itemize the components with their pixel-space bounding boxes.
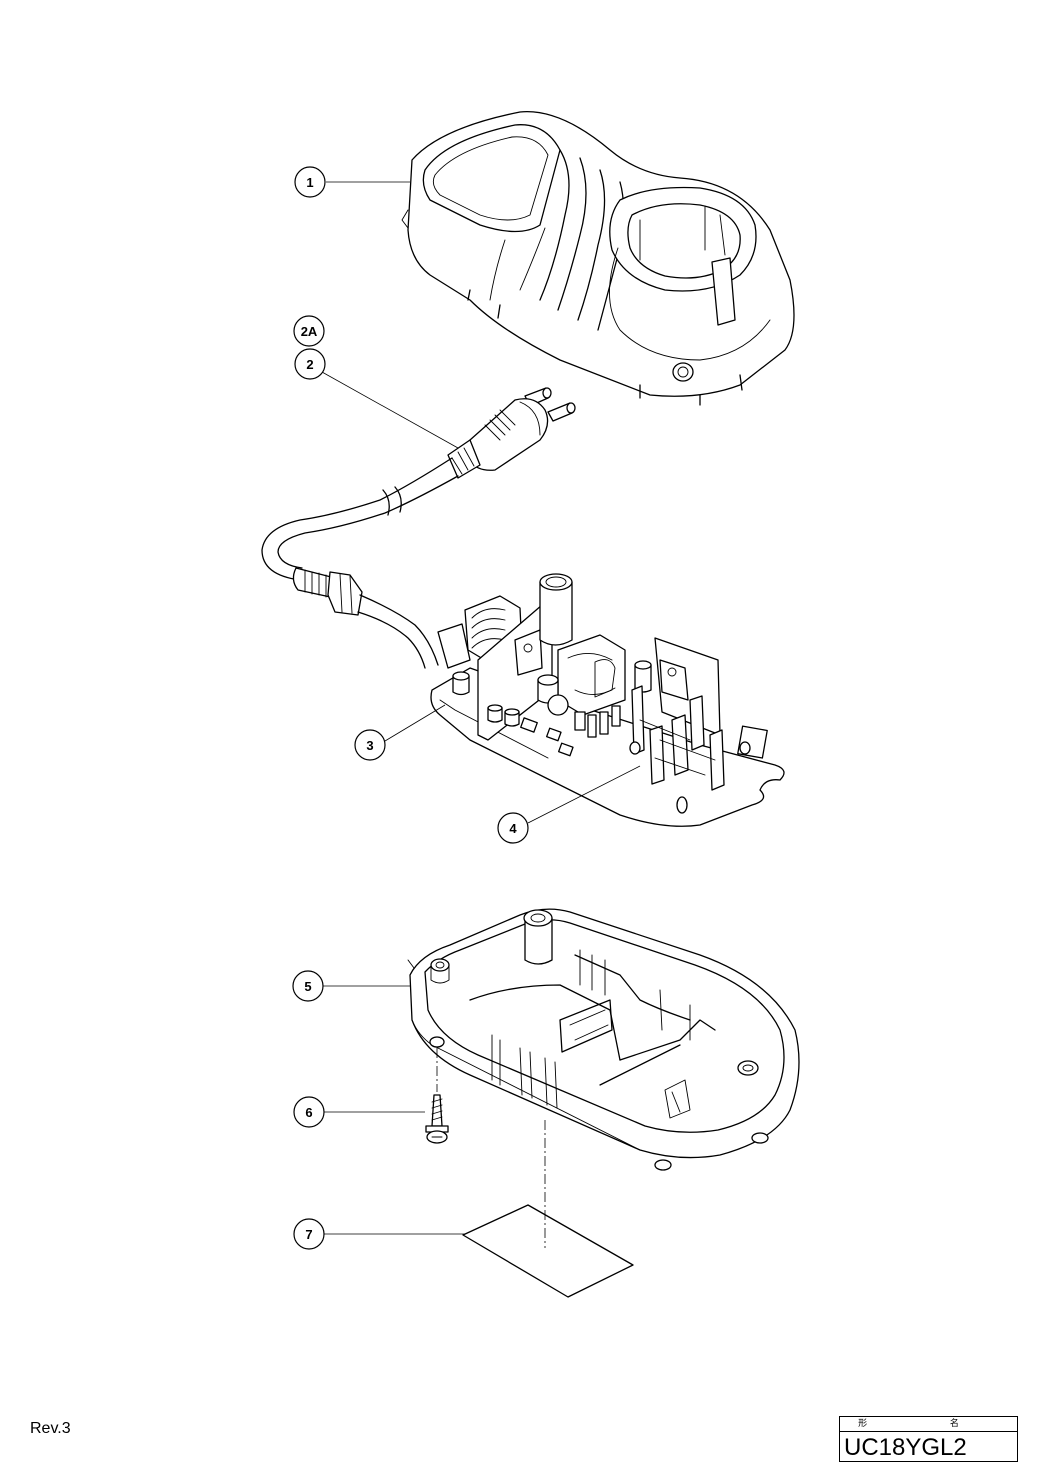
part-3-pcb-assembly — [430, 573, 785, 827]
svg-text:2: 2 — [306, 357, 313, 372]
model-title-block: 形 名 UC18YGL2 — [839, 1416, 1018, 1462]
callout-3: 3 — [354, 729, 386, 761]
part-5-lower-housing — [407, 908, 800, 1171]
model-caption: 形 名 — [840, 1417, 1017, 1432]
revision-label: Rev.3 — [30, 1420, 71, 1437]
svg-text:5: 5 — [304, 979, 311, 994]
part-4-terminal — [629, 685, 751, 791]
svg-text:3: 3 — [366, 738, 373, 753]
part-6-tapping-screw — [425, 1048, 449, 1144]
part-1-upper-housing — [401, 111, 795, 406]
callout-2A: 2A — [293, 315, 325, 347]
callout-6: 6 — [293, 1096, 325, 1128]
callout-7: 7 — [293, 1218, 325, 1250]
model-name: UC18YGL2 — [844, 1434, 967, 1461]
svg-text:7: 7 — [305, 1227, 312, 1242]
svg-text:1: 1 — [306, 175, 313, 190]
svg-text:2A: 2A — [301, 324, 318, 339]
part-7-name-plate — [462, 1120, 634, 1298]
callout-leaders — [321, 181, 641, 1235]
callout-2: 2 — [294, 348, 326, 380]
part-2-power-cord — [261, 387, 576, 669]
svg-text:6: 6 — [305, 1105, 312, 1120]
callout-5: 5 — [292, 970, 324, 1002]
callout-4: 4 — [497, 812, 529, 844]
callout-1: 1 — [294, 166, 326, 198]
svg-text:4: 4 — [509, 821, 517, 836]
